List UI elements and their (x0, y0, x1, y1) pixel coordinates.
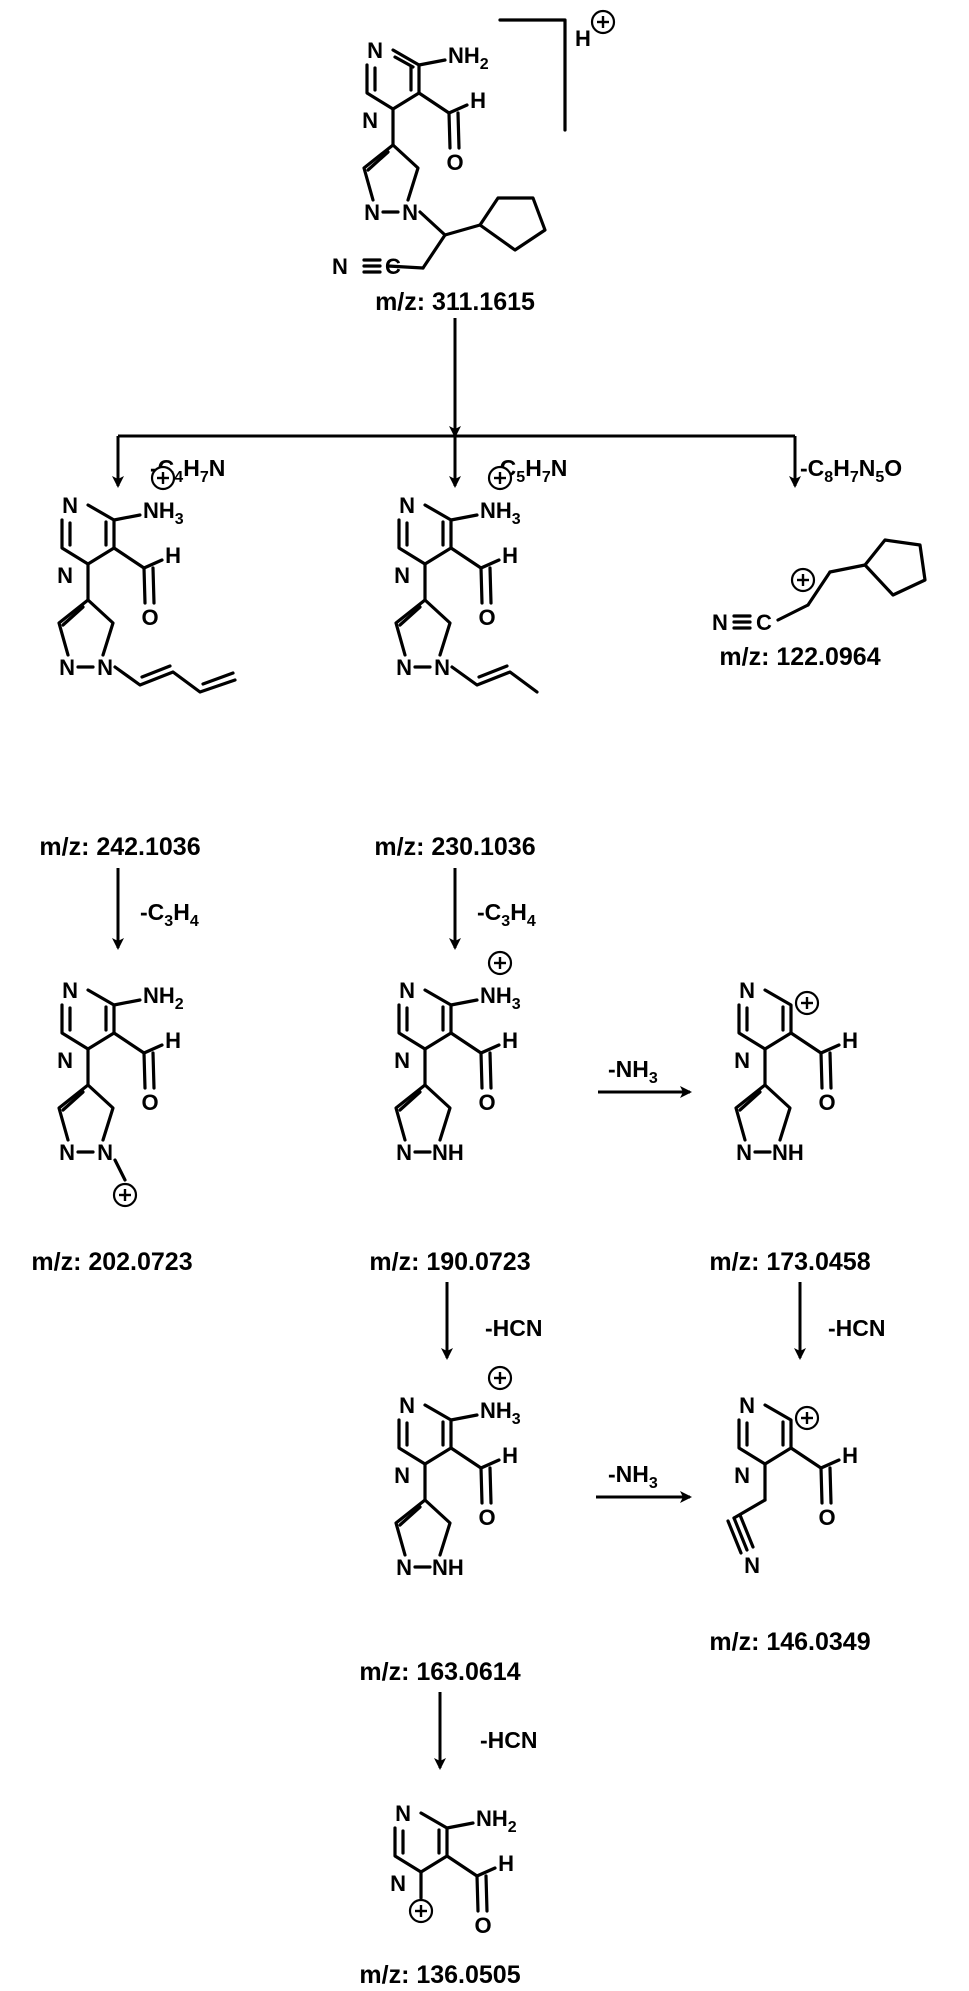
molecule-146 (726, 1393, 858, 1578)
atom-c-label: C (756, 610, 772, 635)
mz-label-146: m/z: 146.0349 (709, 1628, 870, 1656)
mz-label-190: m/z: 190.0723 (369, 1248, 530, 1276)
atom-c-label: C (385, 254, 401, 279)
mz-label-136: m/z: 136.0505 (359, 1961, 520, 1989)
atom-nh-label: NH (432, 1555, 464, 1580)
mz-label-230: m/z: 230.1036 (374, 833, 535, 861)
atom-nh-label: NH (772, 1140, 804, 1165)
molecule-163: NH (394, 1365, 521, 1580)
molecule-242 (57, 465, 237, 694)
atom-nh-label: NH (432, 1140, 464, 1165)
atom-n-label: N (712, 610, 728, 635)
loss-label-hcn: -HCN (828, 1315, 886, 1341)
loss-label-nh3: -NH3 (608, 1461, 658, 1492)
atom-n-label: N (332, 254, 348, 279)
mz-label-163: m/z: 163.0614 (359, 1658, 520, 1686)
molecule-230 (394, 465, 539, 694)
molecule-202 (57, 978, 184, 1208)
proton-label: H (575, 26, 591, 51)
molecule-311: N C H m/z: 311.1615 (332, 9, 616, 316)
loss-label-c8h7n5o: -C8H7N5O (800, 455, 902, 486)
mz-label-173: m/z: 173.0458 (709, 1248, 870, 1276)
loss-label-hcn: -HCN (485, 1315, 543, 1341)
molecule-122: N C (712, 538, 927, 635)
molecule-173: NH (734, 978, 858, 1165)
loss-label-c3h4: -C3H4 (477, 899, 536, 930)
mz-label-122: m/z: 122.0964 (719, 643, 880, 671)
molecule-136 (390, 1801, 517, 1938)
loss-label-nh3: -NH3 (608, 1056, 658, 1087)
mz-label-242: m/z: 242.1036 (39, 833, 200, 861)
mz-label-311: m/z: 311.1615 (375, 288, 535, 316)
loss-label-hcn: -HCN (480, 1727, 538, 1753)
mz-label-202: m/z: 202.0723 (31, 1248, 192, 1276)
molecule-190: NH (394, 950, 521, 1165)
loss-label-c3h4: -C3H4 (140, 899, 199, 930)
